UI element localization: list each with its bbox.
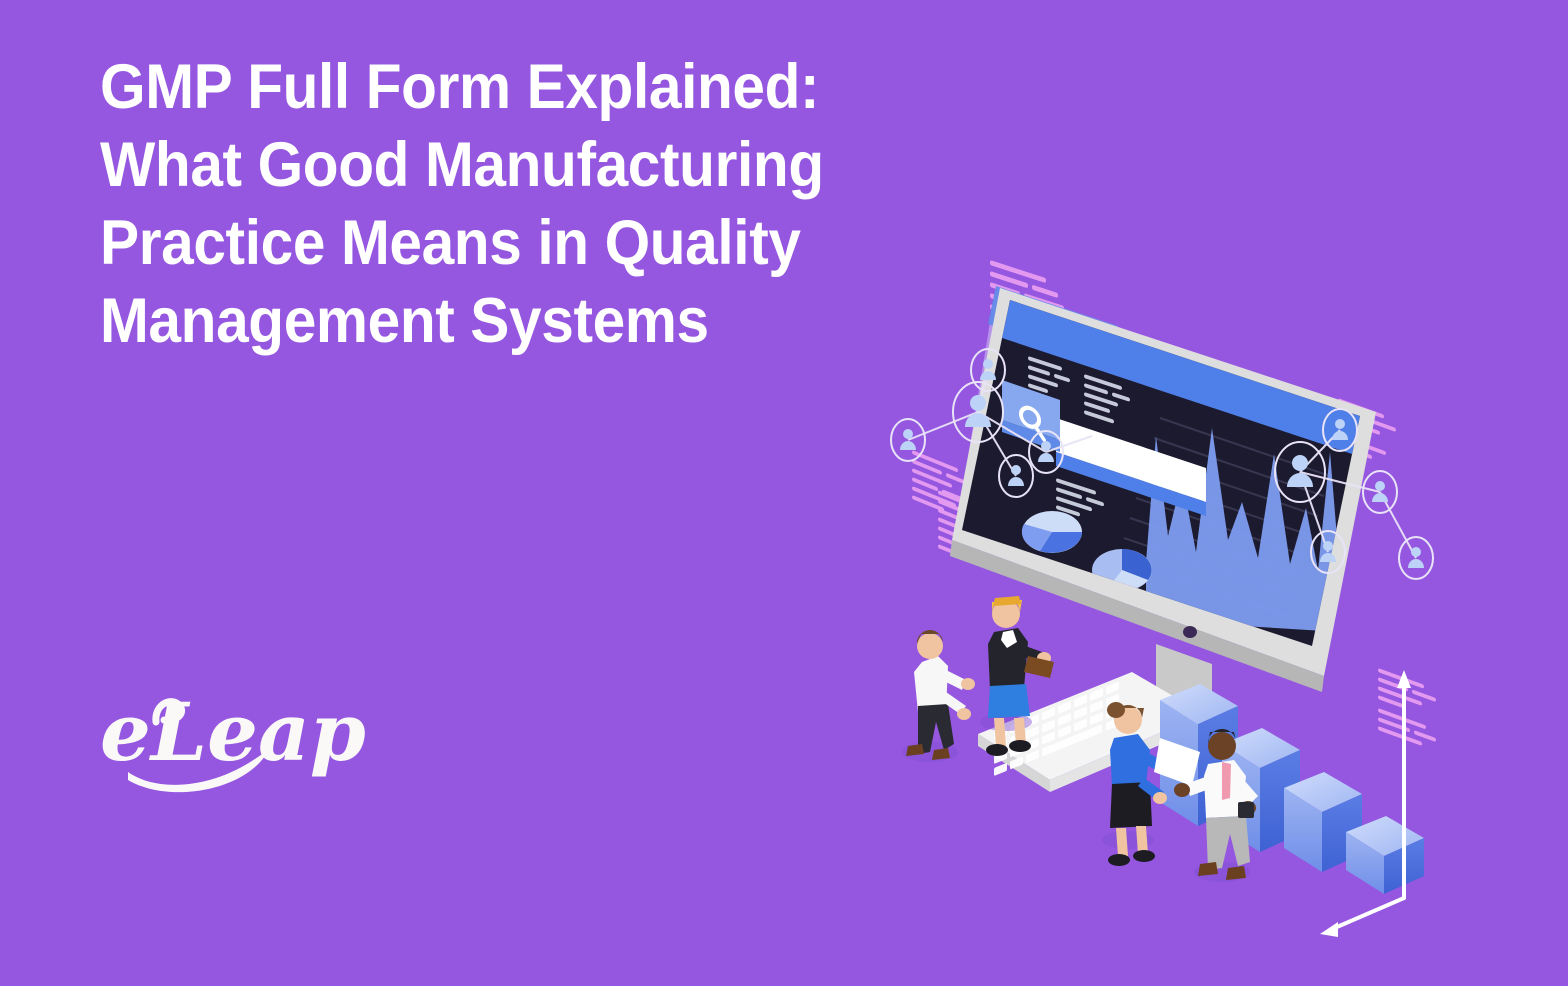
person-woman-blue-top: [1102, 702, 1200, 866]
pie-chart-a: [1021, 511, 1082, 553]
page-title: GMP Full Form Explained: What Good Manuf…: [100, 52, 824, 356]
logo-wordmark: eLeap: [100, 685, 366, 779]
people: [902, 596, 1258, 882]
logo-swash-icon: [128, 748, 270, 793]
axis-arrow-left-icon: [1320, 922, 1338, 937]
bar-4: [1346, 816, 1424, 894]
monitor: [950, 288, 1376, 732]
eleap-logo[interactable]: eLeap: [98, 685, 366, 793]
person-businesswoman-blonde: [980, 596, 1054, 756]
hero-illustration: [860, 240, 1500, 940]
bar-chart: [1160, 670, 1424, 937]
webcam-dot-icon: [1183, 626, 1197, 638]
logo-l-flourish-icon: [152, 698, 185, 726]
user-network: [890, 348, 1434, 580]
search-field[interactable]: [1056, 418, 1206, 516]
avatar-node: [890, 348, 1434, 580]
area-chart: [1146, 428, 1340, 632]
chart-axes: [1328, 678, 1406, 932]
person-businessman-left: [902, 629, 975, 762]
person-man-pink-tie: [1174, 728, 1258, 882]
axis-arrow-up-icon: [1397, 670, 1411, 688]
